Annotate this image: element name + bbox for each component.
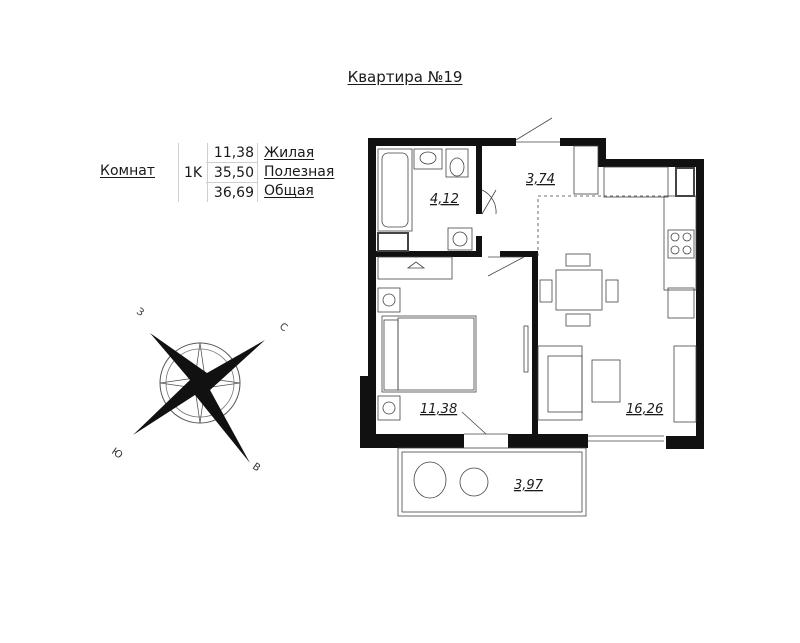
area-total-name: Общая	[264, 183, 314, 199]
area-values: 11,38 35,50 36,69	[206, 143, 258, 202]
area-useful-value: 35,50	[206, 163, 258, 183]
rooms-type-value: 1K	[183, 164, 203, 181]
fixtures	[377, 117, 697, 517]
area-names: Жилая Полезная Общая	[264, 143, 334, 200]
hall-area: 3,74	[526, 172, 555, 187]
bedroom-area: 11,38	[420, 402, 457, 417]
balcony-area: 3,97	[514, 478, 544, 493]
area-useful-name: Полезная	[264, 164, 335, 180]
compass-rose	[133, 333, 265, 463]
rooms-label: Комнат	[100, 163, 155, 179]
compass-west: З	[134, 306, 146, 319]
area-living-value: 11,38	[206, 143, 258, 163]
walls	[360, 138, 704, 449]
plan-title: Квартира №19	[347, 68, 463, 86]
rooms-type: 1K	[178, 143, 208, 202]
area-total-value: 36,69	[206, 183, 258, 202]
bathroom-area: 4,12	[430, 192, 459, 207]
kitchen-area: 16,26	[626, 402, 663, 417]
area-living-name: Жилая	[264, 145, 315, 161]
